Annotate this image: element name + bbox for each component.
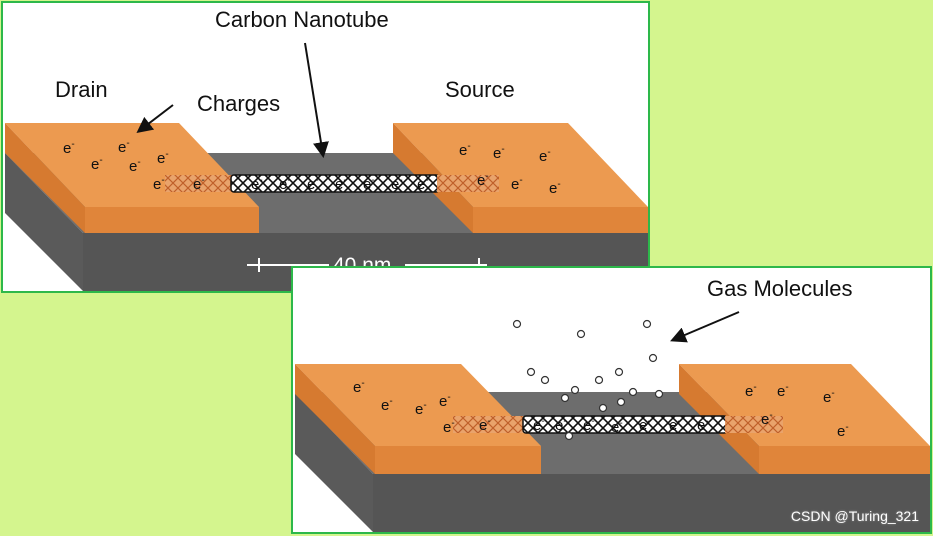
drain-electrode-front: [85, 207, 259, 233]
watermark: CSDN @Turing_321: [790, 508, 919, 524]
substrate-left-face: [5, 153, 83, 291]
gas-sensing-diagram: e- e- e- e- e- e- e- e- e- e- e- e- e- e…: [295, 276, 930, 532]
electron: e-: [63, 139, 75, 157]
gas-pointer-arrow: [670, 311, 740, 343]
electron: e-: [353, 378, 365, 396]
electron: e-: [129, 157, 141, 175]
electron: e-: [511, 175, 523, 193]
nanotube-charge: e-: [583, 416, 595, 434]
source-electrons: e- e- e- e- e- e-: [459, 141, 561, 197]
gas-molecule: [614, 367, 624, 377]
gas-molecule: [616, 397, 626, 407]
nanotube-charge: e-: [251, 175, 263, 193]
gas-molecule: [628, 387, 638, 397]
electron: e-: [443, 418, 455, 436]
electron: e-: [539, 147, 551, 165]
nanotube-buried-right: [437, 175, 499, 192]
gas-molecule: [576, 329, 586, 339]
substrate-front-face: [373, 474, 930, 532]
electron: e-: [459, 141, 471, 159]
gas-molecule: [570, 385, 580, 395]
carbon-nanotube-label: Carbon Nanotube: [215, 7, 389, 32]
nanotube-charge: e-: [639, 416, 651, 434]
drain-electrode-left: [295, 364, 375, 474]
nanotube-charge: e-: [611, 418, 623, 436]
electron: e-: [381, 396, 393, 414]
electron: e-: [837, 422, 849, 440]
electron: e-: [777, 382, 789, 400]
gas-molecule: [560, 393, 570, 403]
nanotube-charge: e-: [363, 175, 375, 193]
source-electrode-front: [473, 207, 648, 233]
electron: e-: [549, 179, 561, 197]
gas-molecule: [654, 389, 664, 399]
electron: e-: [823, 388, 835, 406]
gas-molecule: [526, 367, 536, 377]
drain-electrode-front: [375, 446, 541, 474]
nanotube-charge: e-: [533, 416, 545, 434]
gas-molecule: [540, 375, 550, 385]
source-label: Source: [445, 77, 515, 102]
electron: e-: [479, 416, 491, 434]
electron: e-: [477, 171, 489, 189]
nanotube-charge: e-: [555, 416, 567, 434]
electron: e-: [415, 400, 427, 418]
nanotube-charge: e-: [307, 175, 319, 193]
electron: e-: [761, 410, 773, 428]
nanotube-charge: e-: [391, 175, 403, 193]
electron: e-: [91, 155, 103, 173]
nanotube-sensor-diagram: e- e- e- e- e- e- e- e- e- e- e- e- e- e…: [5, 7, 648, 291]
nanotube-charge: e-: [697, 416, 709, 434]
electron: e-: [153, 175, 165, 193]
electron: e-: [745, 382, 757, 400]
source-electrons: e- e- e- e- e-: [745, 382, 849, 440]
electron: e-: [493, 144, 505, 162]
drain-electrode-left: [5, 123, 85, 233]
electron: e-: [157, 149, 169, 167]
nanotube-buried-right: [725, 416, 783, 433]
drain-electrons: e- e- e- e- e- e-: [353, 378, 491, 436]
nanotube-charge: e-: [279, 175, 291, 193]
drain-label: Drain: [55, 77, 108, 102]
gas-molecules-label: Gas Molecules: [707, 276, 853, 301]
nanotube-pointer-arrow: [304, 42, 329, 159]
top-diagram-panel: e- e- e- e- e- e- e- e- e- e- e- e- e- e…: [1, 1, 650, 293]
nanotube-charge: e-: [669, 416, 681, 434]
substrate-left-face: [295, 392, 373, 532]
electron: e-: [193, 175, 205, 193]
electron: e-: [439, 392, 451, 410]
gas-molecule: [648, 353, 658, 363]
drain-electrons: e- e- e- e- e- e- e-: [63, 138, 205, 193]
nanotube-buried-left: [165, 175, 235, 192]
electron: e-: [118, 138, 130, 156]
gas-molecule: [598, 403, 608, 413]
gas-molecule: [594, 375, 604, 385]
gas-molecules: [512, 319, 664, 441]
gas-molecule: [512, 319, 522, 329]
nanotube-buried-left: [453, 416, 527, 433]
charges-pointer-arrow: [136, 104, 174, 133]
nanotube-charge: e-: [335, 175, 347, 193]
gas-molecule: [642, 319, 652, 329]
charges-label: Charges: [197, 91, 280, 116]
source-electrode-front: [759, 446, 930, 474]
gas-molecule: [564, 431, 574, 441]
nanotube-charge: e-: [417, 175, 429, 193]
bottom-diagram-panel: e- e- e- e- e- e- e- e- e- e- e- e- e- e…: [291, 266, 932, 534]
